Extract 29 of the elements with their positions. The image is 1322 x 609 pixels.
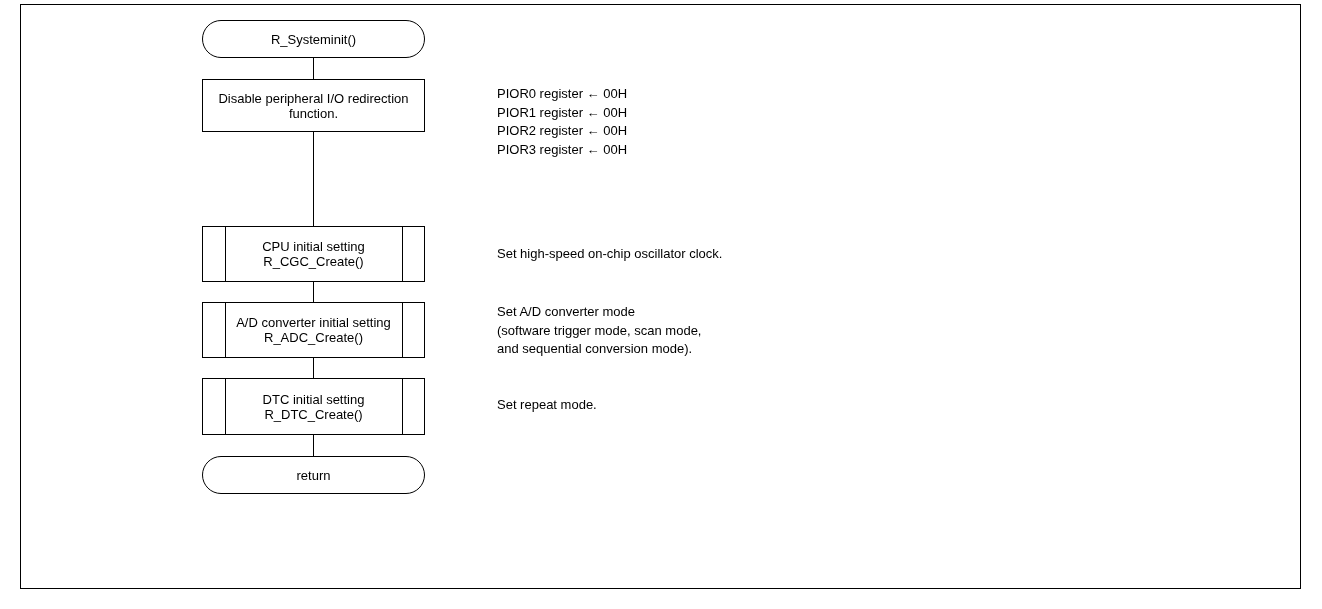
node-label: DTC initial setting (262, 391, 365, 407)
subroutine-box (202, 378, 425, 435)
process-box (202, 79, 425, 132)
connector-line (313, 281, 314, 303)
subroutine-box (202, 302, 425, 358)
subroutine-box (202, 226, 425, 282)
node-label: R_ADC_Create() (264, 330, 363, 345)
connector-line (313, 57, 314, 80)
annotation-text: PIOR2 register ← 00H (497, 122, 628, 140)
connector-line (313, 434, 314, 457)
annotation-text: and sequential conversion mode). (497, 340, 693, 358)
terminal-label: R_Systeminit() (270, 31, 357, 47)
annotation-text: (software trigger mode, scan mode, (497, 321, 702, 340)
connector-line (313, 357, 314, 379)
connector-line (313, 131, 314, 227)
node-label: R_CGC_Create() (263, 254, 364, 269)
annotation-text: PIOR3 register ← 00H (497, 140, 628, 159)
annotation-text: PIOR0 register ← 00H (497, 85, 628, 103)
node-label: A/D converter initial setting (236, 315, 391, 330)
node-label: Disable peripheral I/O redirection function. (217, 90, 410, 121)
node-label: R_DTC_Create() (264, 406, 363, 422)
annotation-text: Set A/D converter mode (497, 303, 635, 321)
annotation-text: Set high-speed on-chip oscillator clock. (497, 245, 723, 263)
annotation-text: Set repeat mode. (497, 396, 597, 414)
terminal-shape (202, 456, 425, 494)
terminal-label: return (296, 467, 331, 483)
node-label: CPU initial setting (262, 239, 365, 254)
terminal-shape (202, 20, 425, 58)
annotation-text: PIOR1 register ← 00H (497, 103, 628, 122)
